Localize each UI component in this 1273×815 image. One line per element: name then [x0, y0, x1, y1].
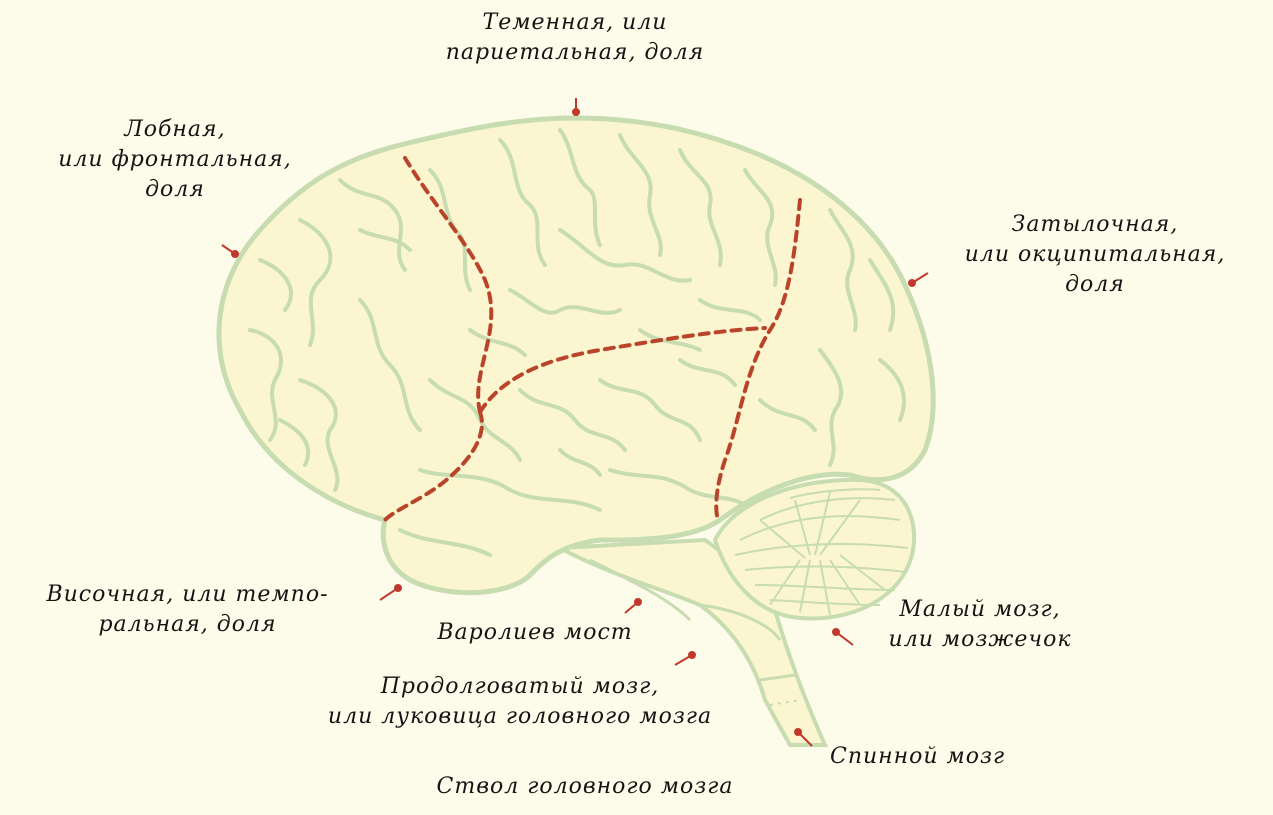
label-cerebellum: Малый мозг, или мозжечок — [860, 595, 1100, 655]
pointer-frontal — [222, 245, 238, 257]
label-occipital-line1: Затылочная, — [935, 210, 1255, 240]
label-medulla-line1: Продолговатый мозг, — [290, 672, 750, 702]
label-medulla: Продолговатый мозг, или луковица головно… — [290, 672, 750, 732]
label-occipital-lobe: Затылочная, или окципитальная, доля — [935, 210, 1255, 300]
pointer-medulla — [675, 652, 695, 665]
label-occipital-line2: или окципитальная, — [935, 240, 1255, 270]
pointer-pons — [625, 599, 641, 613]
label-parietal-line1: Теменная, или — [410, 8, 740, 38]
label-parietal-line2: париетальная, доля — [410, 38, 740, 68]
label-temporal-lobe: Височная, или темпо- ральная, доля — [5, 580, 370, 640]
pointer-cerebellum — [833, 629, 853, 645]
label-spinal-cord: Спинной мозг — [830, 742, 1060, 772]
label-medulla-line2: или луковица головного мозга — [290, 702, 750, 732]
label-spinal-cord-line1: Спинной мозг — [830, 742, 1060, 772]
label-temporal-line2: ральная, доля — [5, 610, 370, 640]
label-occipital-line3: доля — [935, 270, 1255, 300]
label-pons-line1: Варолиев мост — [420, 618, 650, 648]
label-pons: Варолиев мост — [420, 618, 650, 648]
label-frontal-lobe: Лобная, или фронтальная, доля — [30, 115, 320, 205]
label-frontal-line3: доля — [30, 175, 320, 205]
label-frontal-line1: Лобная, — [30, 115, 320, 145]
label-cerebellum-line1: Малый мозг, — [860, 595, 1100, 625]
label-brainstem: Ствол головного мозга — [400, 772, 770, 802]
label-temporal-line1: Височная, или темпо- — [5, 580, 370, 610]
pointer-temporal — [380, 585, 401, 600]
label-cerebellum-line2: или мозжечок — [860, 625, 1100, 655]
pointer-parietal — [573, 98, 579, 115]
label-frontal-line2: или фронтальная, — [30, 145, 320, 175]
label-brainstem-line1: Ствол головного мозга — [400, 772, 770, 802]
label-parietal-lobe: Теменная, или париетальная, доля — [410, 8, 740, 68]
pointer-occipital — [909, 273, 928, 286]
